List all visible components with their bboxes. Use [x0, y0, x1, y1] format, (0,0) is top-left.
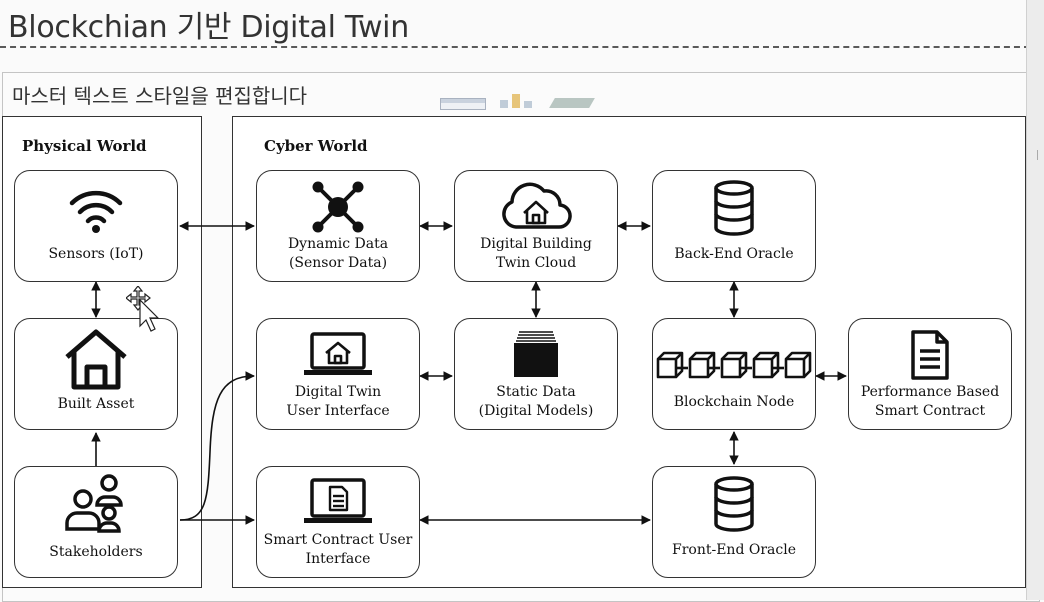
- physical-world-label: Physical World: [22, 137, 147, 155]
- bar-thumbnail-3: [524, 101, 532, 108]
- cyber-world-label: Cyber World: [264, 137, 368, 155]
- document-icon: [911, 330, 949, 380]
- dynamic-data-label: Dynamic Data (Sensor Data): [287, 236, 389, 271]
- stakeholders-node[interactable]: Stakeholders: [14, 466, 178, 578]
- front-end-oracle-label: Front-End Oracle: [672, 542, 796, 558]
- move-cursor-icon: [126, 286, 160, 332]
- bar-thumbnail-2: [512, 94, 520, 108]
- laptop-home-icon: [304, 332, 372, 375]
- back-end-oracle-node[interactable]: Back-End Oracle: [652, 170, 816, 282]
- laptop-document-icon: [304, 478, 372, 523]
- placeholder-text[interactable]: 마스터 텍스트 스타일을 편집합니다: [12, 84, 308, 108]
- digital-twin-ui-node[interactable]: Digital Twin User Interface: [256, 318, 420, 430]
- chain-blocks-icon: [656, 351, 812, 379]
- static-data-node[interactable]: Static Data (Digital Models): [454, 318, 618, 430]
- table-thumbnail: [440, 98, 486, 110]
- digital-twin-cloud-label: Digital Building Twin Cloud: [480, 236, 592, 271]
- slide-title[interactable]: Blockchian 기반 Digital Twin: [8, 10, 409, 45]
- back-end-oracle-label: Back-End Oracle: [674, 246, 794, 262]
- blockchain-node[interactable]: Blockchain Node: [652, 318, 816, 430]
- built-asset-node[interactable]: Built Asset: [14, 318, 178, 430]
- right-scroll-panel[interactable]: [1026, 0, 1044, 600]
- database-icon: [714, 180, 754, 236]
- smart-contract-ui-node[interactable]: Smart Contract User Interface: [256, 466, 420, 578]
- front-end-oracle-node[interactable]: Front-End Oracle: [652, 466, 816, 578]
- digital-twin-cloud-node[interactable]: Digital Building Twin Cloud: [454, 170, 618, 282]
- cloud-home-icon: [502, 182, 572, 229]
- blockchain-node-label: Blockchain Node: [673, 394, 795, 410]
- built-asset-label: Built Asset: [57, 396, 135, 412]
- digital-twin-ui-label: Digital Twin User Interface: [286, 384, 390, 419]
- dynamic-data-node[interactable]: Dynamic Data (Sensor Data): [256, 170, 420, 282]
- smart-contract-ui-label: Smart Contract User Interface: [263, 532, 413, 567]
- wifi-icon: [69, 190, 123, 233]
- performance-contract-node[interactable]: Performance Based Smart Contract: [848, 318, 1012, 430]
- link-stakeholders-dtui: [179, 371, 255, 521]
- network-hub-icon: [312, 181, 364, 233]
- static-data-label: Static Data (Digital Models): [478, 384, 594, 419]
- stakeholders-label: Stakeholders: [49, 544, 143, 560]
- title-divider: [0, 46, 1030, 48]
- document-stack-icon: [514, 331, 558, 377]
- bar-thumbnail: [500, 100, 508, 108]
- performance-contract-label: Performance Based Smart Contract: [860, 384, 1000, 419]
- database-icon: [714, 476, 754, 532]
- house-icon: [65, 329, 127, 390]
- sensors-node[interactable]: Sensors (IoT): [14, 170, 178, 282]
- sensors-label: Sensors (IoT): [48, 246, 144, 262]
- people-icon: [65, 474, 123, 533]
- scroll-marker: [1031, 150, 1038, 160]
